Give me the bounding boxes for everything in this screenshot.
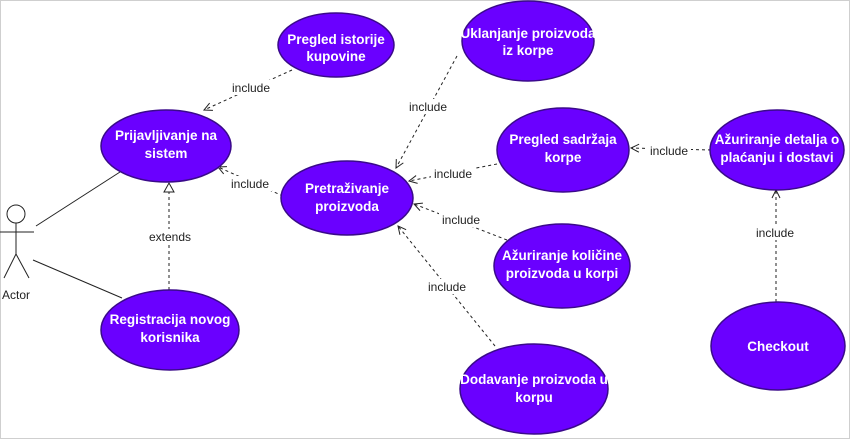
use-case-label-line: plaćanju i dostavi (720, 150, 833, 165)
use-case-label-line: korpu (515, 390, 553, 405)
actor-right-leg (15, 253, 30, 279)
use-case-label-line: proizvoda u korpi (506, 266, 619, 281)
label-pretrazivanje-prijava: include (228, 176, 272, 191)
use-case-prijavljivanje-na-sistem[interactable]: Prijavljivanje na sistem (100, 109, 232, 183)
use-case-checkout[interactable]: Checkout (710, 301, 846, 391)
use-case-label-line: Pregled istorije (287, 32, 385, 47)
label-sadrzaj-pretrazivanje: include (431, 166, 475, 181)
use-case-label-line: Pregled sadržaja (509, 132, 617, 147)
use-case-azuriranje-kolicine[interactable]: Ažuriranje količine proizvoda u korpi (493, 223, 631, 309)
use-case-label-line: Dodavanje proizvoda u (460, 372, 608, 387)
svg-text:include: include (756, 226, 794, 240)
use-case-label-line: proizvoda (315, 199, 379, 214)
use-case-label-line: Checkout (747, 339, 809, 354)
label-checkout-azuriranje: include (753, 225, 797, 240)
association-actor-prijava (35, 171, 121, 227)
association-actor-registracija (32, 259, 123, 299)
use-case-label-line: Prijavljivanje na (115, 128, 218, 143)
use-case-label-line: iz korpe (502, 43, 554, 58)
actor-left-leg (3, 253, 17, 279)
use-case-pregled-istorije-kupovine[interactable]: Pregled istorije kupovine (277, 12, 395, 78)
relation-azuriranje-sadrzaj (631, 148, 712, 150)
label-kolicina-pretrazivanje: include (439, 212, 483, 227)
use-case-azuriranje-detalja-placanja[interactable]: Ažuriranje detalja o plaćanju i dostavi (709, 109, 845, 191)
svg-text:include: include (650, 144, 688, 158)
svg-text:include: include (434, 167, 472, 181)
svg-text:include: include (232, 81, 270, 95)
use-case-label-line: kupovine (306, 49, 366, 64)
use-case-label-line: Ažuriranje detalja o (715, 132, 840, 147)
svg-text:include: include (428, 280, 466, 294)
label-uklanjanje-pretrazivanje: include (406, 99, 450, 114)
use-case-label-line: Uklanjanje proizvoda (460, 26, 596, 41)
use-case-uklanjanje-proizvoda[interactable]: Uklanjanje proizvoda iz korpe (460, 0, 596, 82)
use-case-label-line: korpe (545, 150, 582, 165)
use-case-label-line: sistem (145, 146, 188, 161)
svg-text:include: include (442, 213, 480, 227)
use-case-dodavanje-proizvoda[interactable]: Dodavanje proizvoda u korpu (459, 343, 609, 435)
use-case-label-line: Pretraživanje (305, 181, 390, 196)
svg-text:extends: extends (149, 230, 191, 244)
label-istorija-prijava: include (229, 80, 273, 95)
use-case-label-line: Registracija novog (110, 312, 231, 327)
use-case-pregled-sadrzaja-korpe[interactable]: Pregled sadržaja korpe (496, 107, 630, 193)
relation-dodavanje-pretrazivanje (398, 226, 496, 347)
use-case-label-line: Ažuriranje količine (502, 248, 623, 263)
svg-text:include: include (231, 177, 269, 191)
use-case-registracija-novog-korisnika[interactable]: Registracija novog korisnika (100, 289, 240, 371)
label-registracija-prijava: extends (145, 229, 195, 244)
actor-label: Actor (2, 288, 30, 302)
svg-text:include: include (409, 100, 447, 114)
use-case-pretrazivanje-proizvoda[interactable]: Pretraživanje proizvoda (280, 160, 414, 236)
actor: Actor (0, 204, 34, 302)
actor-head (6, 204, 26, 224)
label-dodavanje-pretrazivanje: include (425, 279, 469, 294)
use-case-label-line: korisnika (140, 330, 200, 345)
label-azuriranje-sadrzaj: include (647, 143, 691, 158)
